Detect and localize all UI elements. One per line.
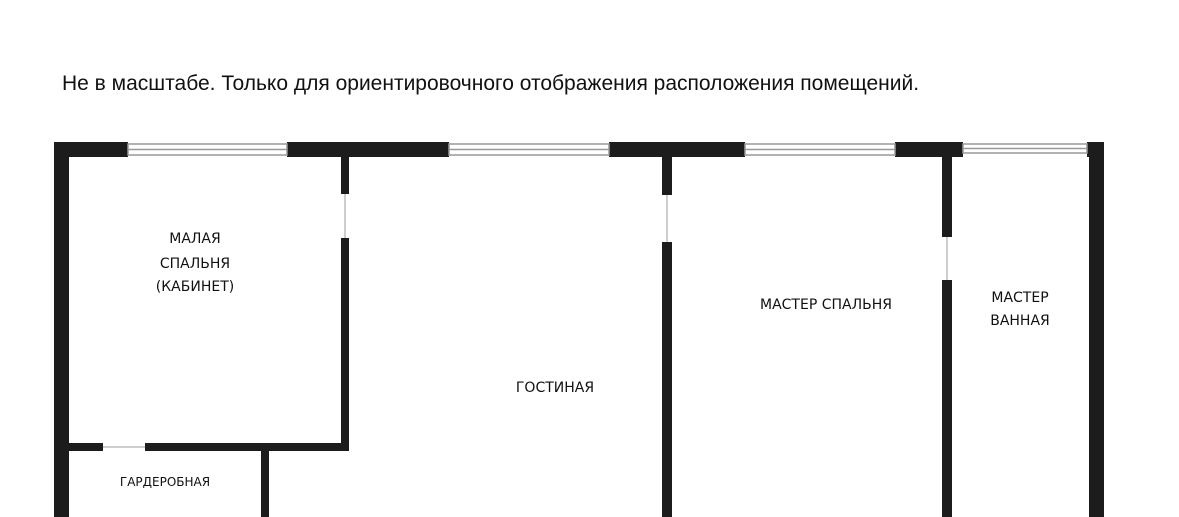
partition-wall <box>341 238 349 448</box>
partition-wall <box>942 157 952 237</box>
outer-wall-left <box>54 142 69 517</box>
window <box>127 143 288 156</box>
outer-wall-top <box>287 142 449 157</box>
room-label-small-bedroom: МАЛАЯ <box>169 231 221 247</box>
room-label-wardrobe: ГАРДЕРОБНАЯ <box>120 475 210 489</box>
outer-wall-top <box>609 142 745 157</box>
partition-wall <box>662 157 672 195</box>
window <box>448 143 610 156</box>
room-label-small-bedroom: (КАБИНЕТ) <box>156 279 234 295</box>
room-label-master-bath: МАСТЕР <box>991 290 1048 306</box>
partition-wall <box>341 157 349 194</box>
partition-wall <box>69 443 103 451</box>
room-label-small-bedroom: СПАЛЬНЯ <box>160 256 230 272</box>
window <box>962 143 1088 154</box>
outer-wall-right <box>1089 142 1104 517</box>
partition-wall <box>145 443 349 451</box>
walls <box>54 142 1104 517</box>
outer-wall-top <box>54 142 128 157</box>
room-label-master-bedroom: МАСТЕР СПАЛЬНЯ <box>760 297 892 313</box>
door-openings <box>103 194 948 448</box>
partition-wall <box>662 242 672 517</box>
room-label-living-room: ГОСТИНАЯ <box>516 380 594 396</box>
outer-wall-top <box>895 142 963 157</box>
disclaimer-caption: Не в масштабе. Только для ориентировочно… <box>62 72 920 95</box>
window <box>744 143 896 156</box>
partition-wall <box>261 451 269 517</box>
windows <box>127 143 1088 156</box>
partition-wall <box>942 280 952 517</box>
room-label-master-bath: ВАННАЯ <box>990 313 1050 329</box>
